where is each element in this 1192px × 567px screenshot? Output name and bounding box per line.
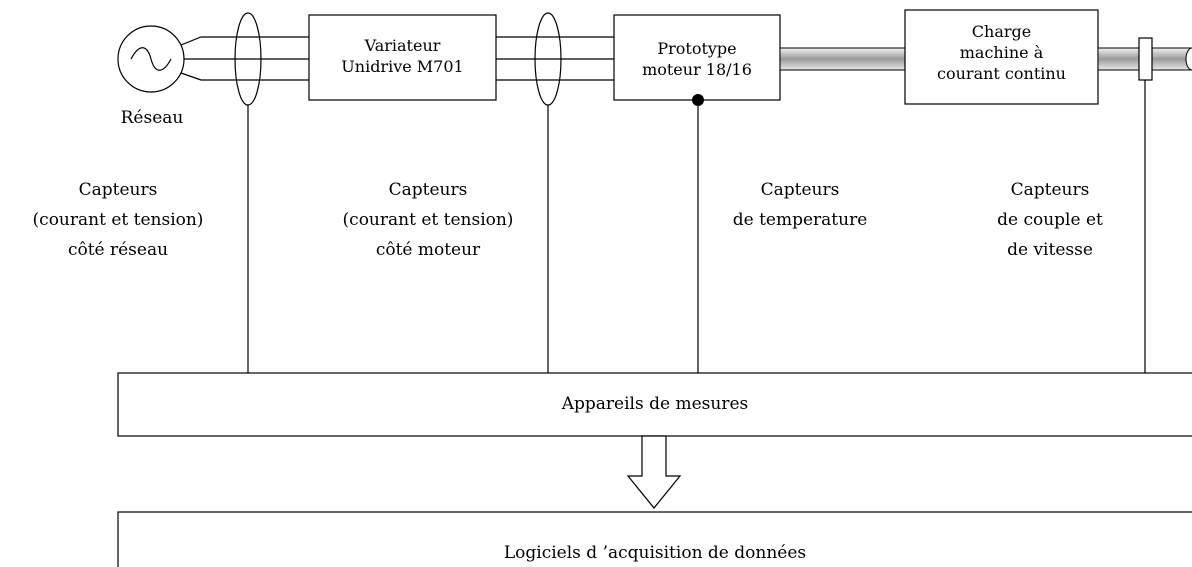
sensor-label-moteur: Capteurs (courant et tension) côté moteu… [310,175,546,265]
sensor-couple-line3: de vitesse [1007,240,1093,260]
prototype-box [613,14,781,101]
charge-line1: Charge [971,22,1032,41]
prototype-line1: Prototype [657,39,737,58]
sine-wave-icon [130,47,172,71]
charge-box [904,9,1099,105]
sensor-temperature-line2: de temperature [732,210,868,230]
sensor-reseau-line1: Capteurs [78,180,158,200]
variateur-line2: Unidrive M701 [341,57,464,76]
prototype-line2: moteur 18/16 [642,60,752,79]
sensor-reseau-line2: (courant et tension) [32,210,204,230]
sensor-couple-line1: Capteurs [1010,180,1090,200]
source-label: Réseau [120,108,184,128]
sensor-moteur-line3: côté moteur [375,240,481,260]
variateur-label: Variateur Unidrive M701 [309,35,496,77]
sensor-label-reseau: Capteurs (courant et tension) côté résea… [0,175,236,265]
sensor-wires [247,80,1146,373]
torque-sensor-clamp [1138,37,1153,81]
sensor-label-couple: Capteurs de couple et de vitesse [970,175,1130,265]
prototype-label: Prototype moteur 18/16 [614,38,780,80]
variateur-box [308,14,497,101]
three-phase-lines-grid [180,36,309,81]
sensor-reseau-line3: côté réseau [67,240,169,260]
charge-line3: courant continu [937,64,1066,83]
variateur-line1: Variateur [364,36,441,55]
appareils-bar [117,372,1192,437]
temperature-sensor-dot [692,94,704,106]
sensor-couple-line2: de couple et [997,210,1103,230]
logiciels-label: Logiciels d ’acquisition de données [503,543,807,563]
appareils-label: Appareils de mesures [561,394,749,414]
down-arrow-icon [626,435,682,509]
charge-line2: machine à [959,43,1044,62]
shaft-end [1185,47,1192,71]
sensor-moteur-line2: (courant et tension) [342,210,514,230]
shaft-segment-1 [779,47,906,71]
sensor-moteur-line1: Capteurs [388,180,468,200]
logiciels-bar [117,511,1192,567]
sensor-label-temperature: Capteurs de temperature [700,175,900,235]
sensor-temperature-line1: Capteurs [760,180,840,200]
three-phase-lines-motor [496,36,614,81]
charge-label: Charge machine à courant continu [905,21,1098,84]
